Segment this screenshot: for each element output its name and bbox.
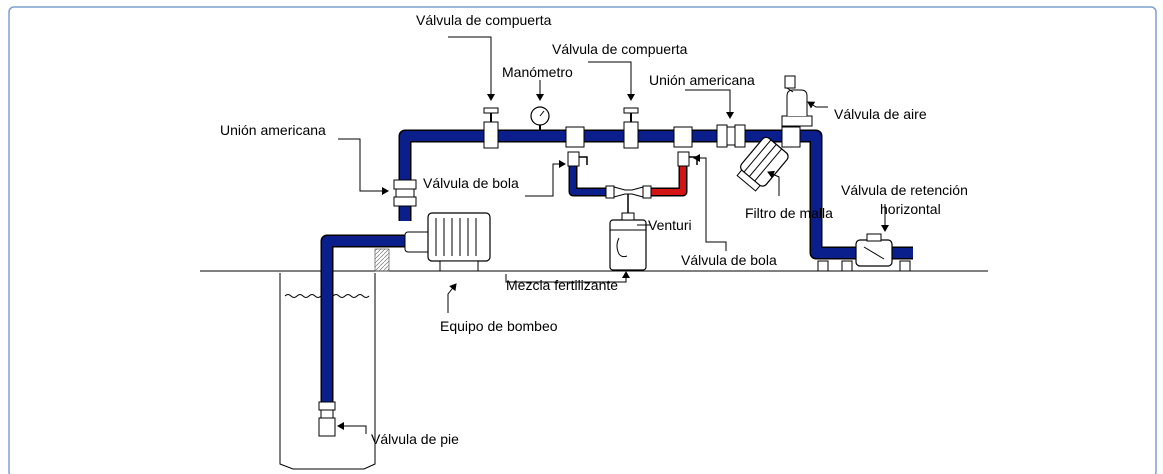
ball-valve-left [567,151,588,167]
pump-base [374,248,390,272]
tee-air [781,126,801,148]
label-venturi: Venturi [648,217,692,233]
support-1 [817,260,829,272]
label-union-top: Unión americana [649,72,755,88]
label-foot-valve: Válvula de pie [371,431,459,447]
label-union-left: Unión americana [220,122,326,138]
label-gate-valve-1: Válvula de compuerta [416,12,552,28]
label-fertilizer-mix: Mezcla fertilizante [506,277,618,293]
irrigation-diagram: Válvula de compuerta Válvula de compuert… [8,6,1157,474]
support-2 [841,260,853,272]
support-3 [899,260,911,272]
label-ball-valve-left: Válvula de bola [423,175,519,191]
label-air-valve: Válvula de aire [834,106,927,122]
label-check-valve-2: horizontal [880,201,941,217]
union-top [716,124,746,148]
pipe-network [320,129,913,416]
union-left [393,179,417,207]
pump-unit [404,212,491,272]
tee-right [673,126,693,148]
mesh-filter [736,136,789,192]
label-ball-valve-right: Válvula de bola [681,252,777,268]
gate-valve-2 [623,107,639,149]
foot-valve [318,401,336,437]
tee-left [565,126,585,148]
pressure-gauge-icon [530,106,550,130]
label-mesh-filter: Filtro de malla [745,205,833,221]
label-gate-valve-2: Válvula de compuerta [552,41,688,57]
frame-border [8,6,1157,474]
label-pressure-gauge: Manómetro [502,64,573,80]
label-pump: Equipo de bombeo [440,318,558,334]
leader-lines [337,36,889,434]
label-check-valve-1: Válvula de retención [841,182,968,198]
gate-valve-1 [483,107,499,149]
air-valve [781,75,813,127]
check-valve [855,233,893,267]
well [279,273,376,470]
fertilizer-tank [609,212,647,271]
